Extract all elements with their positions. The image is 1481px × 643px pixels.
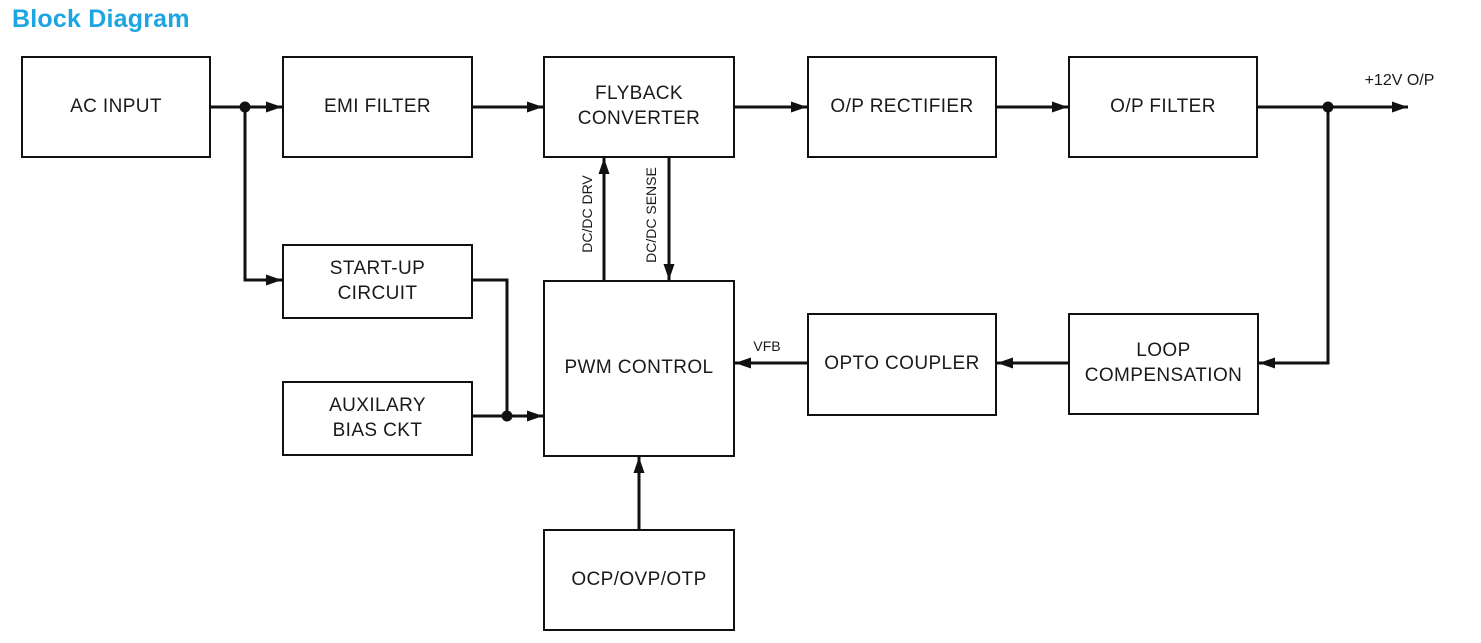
block-op-rectifier: O/P RECTIFIER [807, 56, 997, 158]
block-label-auxilary-bias-ckt: AUXILARY BIAS CKT [329, 394, 426, 441]
block-label-pwm-control: PWM CONTROL [564, 357, 714, 379]
block-label-emi-filter: EMI FILTER [323, 95, 432, 117]
block-flyback-converter: FLYBACK CONVERTER [543, 56, 735, 158]
wire-acinput-to-startup [243, 107, 282, 286]
page-title: Block Diagram [12, 5, 190, 33]
block-start-up-circuit: START-UP CIRCUIT [282, 244, 473, 319]
junction-dot-output-branch [1322, 101, 1334, 113]
block-emi-filter: EMI FILTER [282, 56, 473, 158]
block-label-ocp-ovp-otp: OCP/OVP/OTP [571, 568, 707, 590]
block-ac-input: AC INPUT [21, 56, 211, 158]
junction-dot-ac-branch [239, 101, 251, 113]
block-label-ac-input: AC INPUT [70, 95, 162, 117]
block-label-loop-compensation: LOOP COMPENSATION [1084, 340, 1243, 386]
signal-label-dcdc-drv: DC/DC DRV [579, 175, 595, 253]
block-label-op-rectifier: O/P RECTIFIER [830, 95, 974, 117]
block-label-op-filter: O/P FILTER [1110, 95, 1216, 117]
block-loop-compensation: LOOP COMPENSATION [1068, 313, 1259, 415]
block-ocp-ovp-otp: OCP/OVP/OTP [543, 529, 735, 631]
wire-output-to-loopcompensation [1259, 107, 1330, 369]
block-label-opto-coupler: OPTO COUPLER [824, 353, 980, 375]
block-auxilary-bias-ckt: AUXILARY BIAS CKT [282, 381, 473, 456]
block-pwm-control: PWM CONTROL [543, 280, 735, 457]
block-label-flyback-converter: FLYBACK CONVERTER [577, 83, 701, 129]
wire-startup-to-junction [473, 278, 509, 416]
block-label-start-up-circuit: START-UP CIRCUIT [329, 257, 426, 304]
signal-label-dcdc-sense: DC/DC SENSE [643, 167, 659, 263]
block-op-filter: O/P FILTER [1068, 56, 1258, 158]
signal-label-12v-output: +12V O/P [1364, 72, 1435, 89]
signal-label-vfb: VFB [753, 338, 781, 354]
block-opto-coupler: OPTO COUPLER [807, 313, 997, 416]
junction-dot-bias-merge [501, 410, 513, 422]
